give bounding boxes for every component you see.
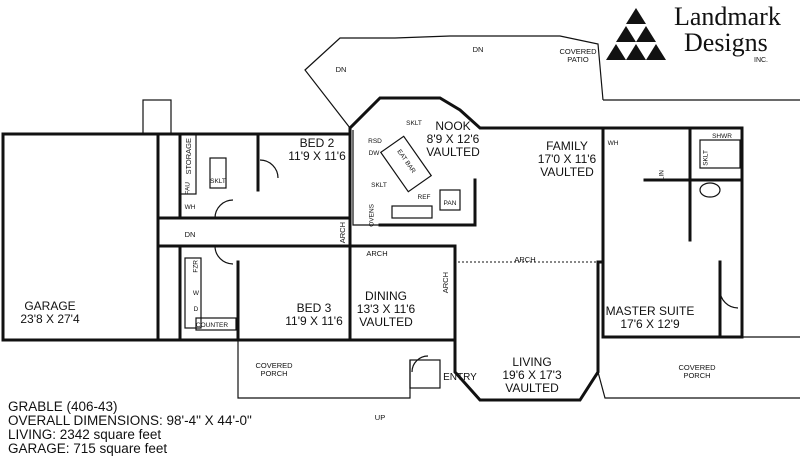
dining-label: DINING 13'3 X 11'6 VAULTED xyxy=(357,290,415,329)
arch-living-label: ARCH xyxy=(440,272,450,294)
master-name: MASTER SUITE xyxy=(605,304,695,318)
covered-patio-line2: PATIO xyxy=(567,55,589,65)
dryer-label: D xyxy=(193,306,199,313)
master-size: 17'6 X 12'9 xyxy=(620,316,680,331)
storage-label: STORAGE xyxy=(183,138,193,175)
dining-name: DINING xyxy=(365,289,407,303)
dn-garage-label: DN xyxy=(184,230,196,239)
covered-porch-right-label: COVERED PORCH xyxy=(678,363,716,381)
ref-label: REF xyxy=(417,194,431,201)
entry-label: ENTRY xyxy=(443,372,477,383)
up-label: UP xyxy=(374,413,386,422)
lin-label: LIN xyxy=(658,170,666,181)
covered-porch-left-line2: PORCH xyxy=(260,369,288,379)
shower-label: SHWR xyxy=(712,133,732,140)
bed2-size: 11'9 X 11'6 xyxy=(288,148,346,163)
covered-porch-right-line1: COVERED xyxy=(678,363,716,372)
ovens-label: OVENS xyxy=(368,204,376,227)
sklt-nook-label: SKLT xyxy=(406,120,422,127)
wh-left-label: WH xyxy=(184,204,196,211)
rsd-label: RSD xyxy=(368,138,382,145)
living-size: 19'6 X 17'3 xyxy=(502,367,562,382)
counter-label: COUNTER xyxy=(195,322,229,329)
dining-size: 13'3 X 11'6 xyxy=(356,301,416,316)
dining-note: VAULTED xyxy=(359,314,413,329)
pan-label: PAN xyxy=(443,200,457,207)
garage-area: GARAGE: 715 square feet xyxy=(8,441,168,456)
covered-patio-line1: COVERED xyxy=(559,47,597,56)
nook-label: NOOK 8'9 X 12'6 VAULTED xyxy=(426,120,480,159)
plan-specs: GRABLE (406-43) OVERALL DIMENSIONS: 98'-… xyxy=(8,400,252,456)
family-size: 17'0 X 11'6 xyxy=(537,151,597,166)
family-note: VAULTED xyxy=(540,164,594,179)
bed2-name: BED 2 xyxy=(299,136,335,150)
master-label: MASTER SUITE 17'6 X 12'9 xyxy=(606,305,695,331)
brand-logo: Landmark Designs INC. xyxy=(618,2,800,68)
bed3-size: 11'9 X 11'6 xyxy=(285,313,343,328)
sklt-bath-label: SKLT xyxy=(210,178,226,185)
washer-label: W xyxy=(192,290,200,297)
nook-name: NOOK xyxy=(435,119,471,133)
arch-family-label: ARCH xyxy=(514,255,536,264)
freezer-label: FZR xyxy=(192,260,200,273)
sklt-kitchen-label: SKLT xyxy=(371,182,387,189)
covered-patio-label: COVERED PATIO xyxy=(559,47,597,65)
living-area: LIVING: 2342 square feet xyxy=(8,427,162,442)
family-label: FAMILY 17'0 X 11'6 VAULTED xyxy=(538,140,596,179)
nook-size: 8'9 X 12'6 xyxy=(426,131,480,146)
living-name: LIVING xyxy=(512,355,552,369)
wh-master-label: WH xyxy=(607,140,619,147)
bed3-label: BED 3 11'9 X 11'6 xyxy=(285,302,343,328)
covered-porch-left-line1: COVERED xyxy=(255,361,293,370)
brand-suffix: INC. xyxy=(754,57,768,64)
plan-name: GRABLE (406-43) xyxy=(8,399,118,414)
overall-dimensions: OVERALL DIMENSIONS: 98'-4" X 44'-0" xyxy=(8,413,252,428)
garage-name: GARAGE xyxy=(24,299,76,313)
brand-name-line2: Designs xyxy=(684,28,768,57)
garage-size: 23'8 X 27'4 xyxy=(20,311,80,326)
living-label: LIVING 19'6 X 17'3 VAULTED xyxy=(502,356,561,395)
living-note: VAULTED xyxy=(505,380,559,395)
arch-dining-label: ARCH xyxy=(366,249,388,258)
brand-name-line1: Landmark xyxy=(674,2,781,31)
dw-label: DW xyxy=(368,150,380,157)
dn-deck-label: DN xyxy=(335,65,347,74)
family-name: FAMILY xyxy=(546,139,588,153)
arch-hall-label: ARCH xyxy=(337,222,347,244)
dn-patio-label: DN xyxy=(472,45,484,54)
bed2-label: BED 2 11'9 X 11'6 xyxy=(288,137,346,163)
nook-note: VAULTED xyxy=(426,144,480,159)
garage-label: GARAGE 23'8 X 27'4 xyxy=(20,300,79,326)
covered-porch-left-label: COVERED PORCH xyxy=(255,361,293,379)
fau-label: FAU xyxy=(184,182,192,195)
bed3-name: BED 3 xyxy=(296,301,332,315)
sklt-master-label: SKLT xyxy=(702,150,710,166)
covered-porch-right-line2: PORCH xyxy=(683,371,711,381)
